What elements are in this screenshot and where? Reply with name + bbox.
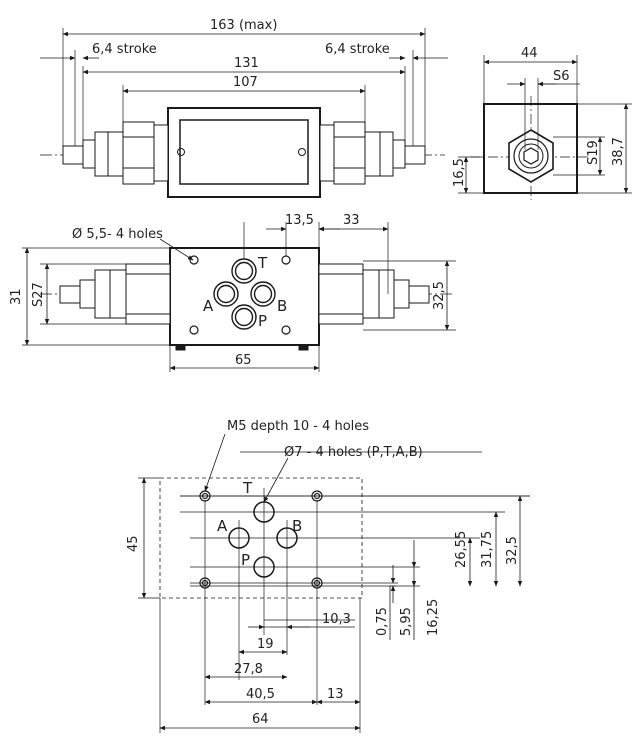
dim-44: 44 [521,46,538,61]
dim-19: 19 [257,637,274,652]
dim-38-7: 38,7 [611,137,626,166]
dim-16-25: 16,25 [426,599,441,636]
interface-port-t: T [242,479,253,497]
dim-13: 13 [327,687,344,702]
front-port-a: A [203,297,214,315]
dim-s19: S19 [586,140,601,165]
front-port-b: B [277,297,287,315]
dim-27-8: 27,8 [234,662,263,677]
m5-holes-note: M5 depth 10 - 4 holes [227,419,369,434]
dim-32-5-front: 32,5 [432,281,447,310]
dim-stroke-right: 6,4 stroke [325,42,390,57]
dim-40-5: 40,5 [246,687,275,702]
front-ports [213,258,276,330]
dim-s6: S6 [553,69,570,84]
dim-0-75: 0,75 [375,607,390,636]
dim-31-75: 31,75 [480,531,495,568]
front-holes-note: Ø 5,5- 4 holes [72,227,163,242]
dim-65: 65 [235,353,252,368]
dim-5-95: 5,95 [399,607,414,636]
front-port-t: T [257,254,268,272]
dim-13-5: 13,5 [285,213,314,228]
right-cartridge-front [318,263,430,325]
front-port-p: P [258,312,267,330]
dim-64: 64 [252,712,269,727]
interface-port-b: B [292,517,302,535]
dim-s27: S27 [31,282,46,307]
dim-31: 31 [9,288,24,305]
interface-view [138,433,530,733]
dim-overall-length: 163 (max) [210,18,277,33]
dim-26-55: 26,55 [454,531,469,568]
dim-16-5: 16,5 [452,158,467,187]
interface-port-a: A [217,517,228,535]
port-holes-note: Ø7 - 4 holes (P,T,A,B) [284,445,423,460]
left-cartridge-front [59,263,171,325]
front-view [22,222,456,372]
right-cartridge-top [319,121,426,185]
dim-107: 107 [233,75,258,90]
dim-10-3: 10,3 [322,612,351,627]
side-view [458,55,632,200]
interface-port-p: P [241,551,250,569]
left-cartridge-top [62,121,169,185]
dim-131: 131 [234,56,259,71]
dim-32-5-interface: 32,5 [505,536,520,565]
top-view [40,28,448,198]
valve-body-top [167,107,321,198]
dim-stroke-left: 6,4 stroke [92,42,157,57]
dim-33: 33 [343,213,360,228]
dim-45: 45 [126,535,141,552]
